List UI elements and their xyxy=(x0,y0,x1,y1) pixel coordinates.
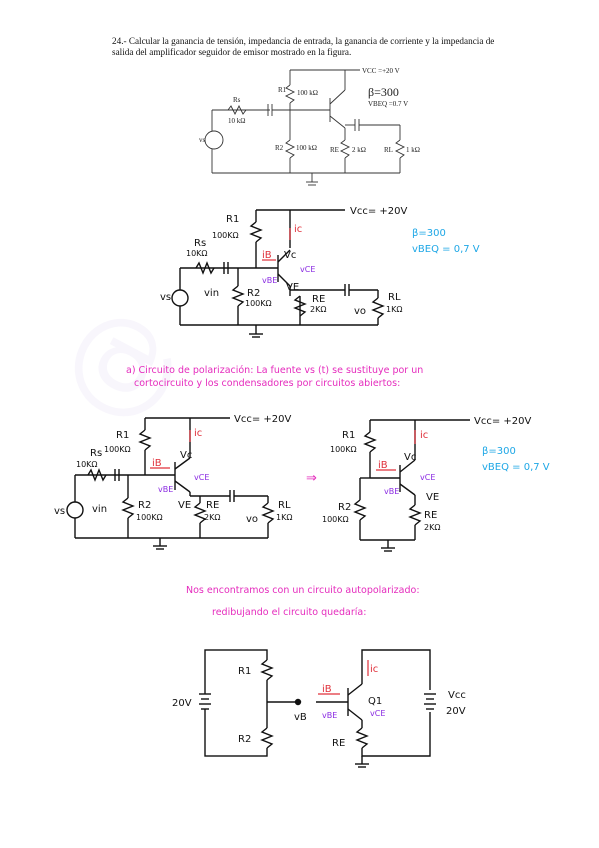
fig3-vo: vo xyxy=(246,514,258,525)
fig4-re-value: 2KΩ xyxy=(424,523,440,532)
fig4-r2-value: 100KΩ xyxy=(322,515,349,524)
fig4-vce: vCE xyxy=(420,473,435,482)
fig5-r1: R1 xyxy=(238,666,251,677)
fig3-vcc: Vcc= +20V xyxy=(234,414,291,425)
fig3-rl: RL xyxy=(278,500,291,511)
fig4-vbeq: vBEQ = 0,7 V xyxy=(482,462,550,473)
fig4-vbe: vBE xyxy=(384,487,399,496)
fig5-r2: R2 xyxy=(238,734,251,745)
fig3-r1-value: 100KΩ xyxy=(104,445,131,454)
fig2-rs-value: 10KΩ xyxy=(186,249,208,258)
fig2-r2-value: 100KΩ xyxy=(245,299,272,308)
fig2-re: RE xyxy=(312,294,325,305)
fig4-beta: β=300 xyxy=(482,446,516,457)
section-a-line-1: a) Circuito de polarización: La fuente v… xyxy=(126,365,424,376)
fig2-vce: vCE xyxy=(300,265,315,274)
fig2-vc: Vc xyxy=(284,250,296,261)
section-a-line-2: cortocircuito y los condensadores por ci… xyxy=(134,378,401,389)
fig5-vcc-value: 20V xyxy=(446,706,466,717)
fig3-vce: vCE xyxy=(194,473,209,482)
fig2-r2: R2 xyxy=(247,288,260,299)
fig2-ve: VE xyxy=(286,282,299,293)
fig3-re-value: 2KΩ xyxy=(204,513,220,522)
fig4-ve: VE xyxy=(426,492,439,503)
fig1-beta: β=300 xyxy=(368,85,399,99)
fig1-r2: R2 xyxy=(275,144,284,152)
fig1-vs: vs xyxy=(199,136,206,144)
fig2-ib: iB xyxy=(262,250,272,261)
fig1-r1-value: 100 kΩ xyxy=(297,89,318,97)
fig5-re: RE xyxy=(332,738,345,749)
fig2-vbeq: vBEQ = 0,7 V xyxy=(412,244,480,255)
note-line-1: Nos encontramos con un circuito autopola… xyxy=(186,585,420,596)
fig1-r1: R1 xyxy=(278,86,287,94)
fig1-rs-value: 10 kΩ xyxy=(228,117,245,125)
fig5-vce: vCE xyxy=(370,709,385,718)
fig3-rs-value: 10KΩ xyxy=(76,460,98,469)
fig3-ib: iB xyxy=(152,458,162,469)
fig4-vc: Vc xyxy=(404,452,416,463)
fig1-rl: RL xyxy=(384,146,393,154)
fig5-vbe: vBE xyxy=(322,711,337,720)
fig2-vbe: vBE xyxy=(262,276,277,285)
fig2-re-value: 2KΩ xyxy=(310,305,326,314)
fig3-rl-value: 1KΩ xyxy=(276,513,292,522)
fig1-rs: Rs xyxy=(233,96,241,104)
note-line-2: redibujando el circuito quedaría: xyxy=(212,607,367,618)
fig3-rs: Rs xyxy=(90,448,102,459)
fig3-r1: R1 xyxy=(116,430,129,441)
fig2-rs: Rs xyxy=(194,238,206,249)
fig4-r1-value: 100KΩ xyxy=(330,445,357,454)
fig2-r1: R1 xyxy=(226,214,239,225)
fig4-r2: R2 xyxy=(338,502,351,513)
fig3-re: RE xyxy=(206,500,219,511)
fig1-re-value: 2 kΩ xyxy=(352,146,366,154)
fig4-ic: ic xyxy=(420,430,428,441)
fig4-ib: iB xyxy=(378,460,388,471)
fig3-arrow: ⇒ xyxy=(306,471,317,486)
fig1-re: RE xyxy=(330,146,339,154)
fig2-vo: vo xyxy=(354,306,366,317)
fig2-r1-value: 100KΩ xyxy=(212,231,239,240)
fig5-q1: Q1 xyxy=(368,696,382,707)
fig1-rl-value: 1 kΩ xyxy=(406,146,420,154)
fig3-vs: vs xyxy=(54,506,65,517)
fig2-rl: RL xyxy=(388,292,401,303)
fig3-ic: ic xyxy=(194,428,202,439)
fig3-vc: Vc xyxy=(180,450,192,461)
fig5-ib: iB xyxy=(322,684,332,695)
fig1-vcc: VCC =+20 V xyxy=(362,67,400,75)
fig3-vin: vin xyxy=(92,504,107,515)
fig3-ve: VE xyxy=(178,500,191,511)
fig2-rl-value: 1KΩ xyxy=(386,305,402,314)
fig5-vcc: Vcc xyxy=(448,690,466,701)
fig1-r2-value: 100 kΩ xyxy=(296,144,317,152)
fig2-vin: vin xyxy=(204,288,219,299)
fig4-vcc: Vcc= +20V xyxy=(474,416,531,427)
fig5-vb: vB xyxy=(294,712,307,723)
fig3-r2-value: 100KΩ xyxy=(136,513,163,522)
fig2-vcc: Vcc= +20V xyxy=(350,206,407,217)
fig2-beta: β=300 xyxy=(412,228,446,239)
fig4-r1: R1 xyxy=(342,430,355,441)
problem-statement: 24.- Calcular la ganancia de tensión, im… xyxy=(112,36,495,57)
fig5-ic: ic xyxy=(370,664,378,675)
fig3-r2: R2 xyxy=(138,500,151,511)
fig3-vbe: vBE xyxy=(158,485,173,494)
fig2-vs: vs xyxy=(160,292,171,303)
fig5-20v: 20V xyxy=(172,698,192,709)
fig2-ic: ic xyxy=(294,224,302,235)
fig1-vbeq: VBEQ =0.7 V xyxy=(368,100,408,108)
fig4-re: RE xyxy=(424,510,437,521)
section-a-text: a) Circuito de polarización: La fuente v… xyxy=(126,364,423,390)
